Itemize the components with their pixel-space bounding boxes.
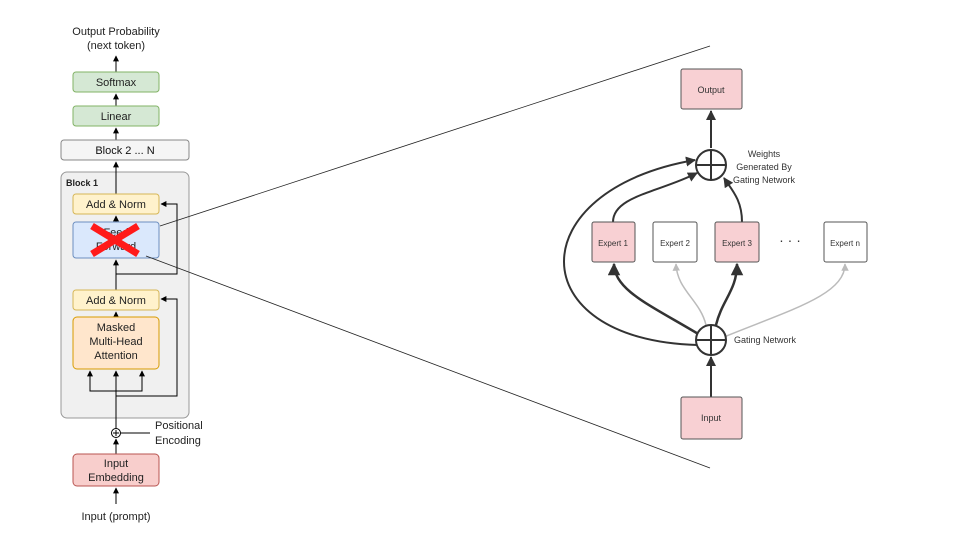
moe-output-label: Output xyxy=(697,85,725,95)
attention-label-line1: Masked xyxy=(97,322,136,334)
embedding-label-line2: Embedding xyxy=(88,472,144,484)
output-probability-label: Output Probability xyxy=(72,26,160,38)
transformer-stack: Output Probability (next token) Softmax … xyxy=(60,26,203,523)
expert-n-label: Expert n xyxy=(830,239,860,248)
softmax-box xyxy=(72,71,160,93)
expert-1-label: Expert 1 xyxy=(598,239,628,248)
moe-input-box xyxy=(680,396,743,440)
plus-circle-icon xyxy=(111,428,121,438)
weights-label-line1: Weights xyxy=(748,149,781,159)
attention-label-line3: Attention xyxy=(94,350,137,362)
zoom-line-bottom xyxy=(145,255,711,469)
add-norm-bottom-box xyxy=(72,289,160,311)
input-prompt-label: Input (prompt) xyxy=(81,511,150,523)
linear-label: Linear xyxy=(101,111,132,123)
linear-box xyxy=(72,105,160,127)
zoom-line-top xyxy=(159,45,711,227)
next-token-label: (next token) xyxy=(87,40,145,52)
positional-label-line1: Positional xyxy=(155,420,203,432)
weights-label-line3: Gating Network xyxy=(733,175,796,185)
weights-label-line2: Generated By xyxy=(736,162,792,172)
attention-box xyxy=(72,316,160,370)
expert-n-box xyxy=(823,221,868,263)
input-embedding-box xyxy=(72,453,160,487)
add-norm-top-label: Add & Norm xyxy=(86,199,146,211)
moe-input-label: Input xyxy=(701,413,722,423)
expert-2-box xyxy=(652,221,698,263)
red-x-icon xyxy=(90,223,140,257)
positional-label-line2: Encoding xyxy=(155,435,201,447)
moe-output-box xyxy=(680,68,743,110)
block-1-title: Block 1 xyxy=(66,178,98,188)
moe-skip-connection xyxy=(563,156,698,346)
block-2-n-box xyxy=(60,139,190,161)
moe-diagram: Output Weights Generated By Gating Netwo… xyxy=(563,68,868,440)
attention-label-line2: Multi-Head xyxy=(89,336,142,348)
expert-3-box xyxy=(714,221,760,263)
experts-ellipsis: · · · xyxy=(779,232,801,248)
expert-1-box xyxy=(591,221,636,263)
block-2-n-label: Block 2 ... N xyxy=(95,145,154,157)
residual-ff xyxy=(116,201,178,275)
gating-plus-circle-icon xyxy=(695,324,727,356)
add-norm-bottom-label: Add & Norm xyxy=(86,295,146,307)
embedding-label-line1: Input xyxy=(104,458,128,470)
expert-3-label: Expert 3 xyxy=(722,239,752,248)
residual-attn xyxy=(116,296,178,397)
expert-2-label: Expert 2 xyxy=(660,239,690,248)
gating-network-label: Gating Network xyxy=(734,335,797,345)
softmax-label: Softmax xyxy=(96,77,137,89)
add-norm-top-box xyxy=(72,193,160,215)
combine-plus-circle-icon xyxy=(695,149,727,181)
